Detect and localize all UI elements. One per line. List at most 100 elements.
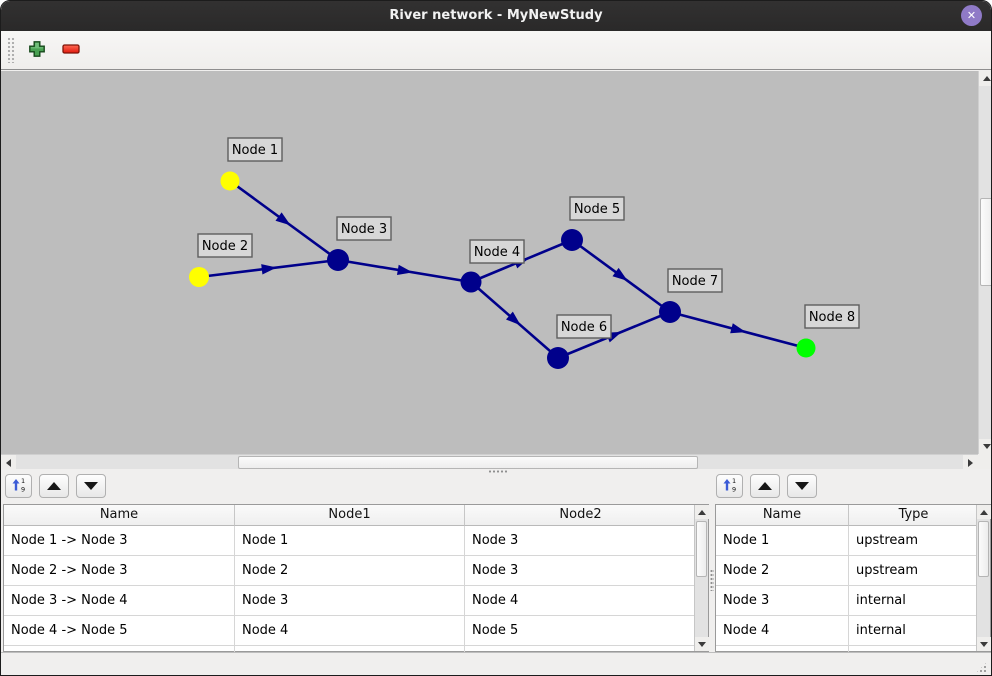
column-header[interactable]: Node1	[235, 505, 465, 526]
network-node[interactable]	[561, 229, 583, 251]
reaches-table-scrollbar[interactable]	[694, 505, 709, 651]
table-cell: Node 2	[235, 556, 465, 586]
flow-direction-arrow-icon	[505, 311, 521, 326]
node-label[interactable]: Node 4	[469, 239, 525, 264]
scroll-left-button[interactable]	[1, 455, 16, 470]
toolbar-drag-handle[interactable]	[7, 37, 15, 63]
remove-node-button[interactable]	[57, 36, 85, 64]
titlebar[interactable]: River network - MyNewStudy ✕	[1, 1, 991, 31]
flow-direction-arrow-icon	[261, 264, 277, 275]
network-node[interactable]	[220, 171, 240, 191]
node-label-box	[336, 216, 392, 241]
node-label-text: Node 8	[809, 310, 855, 325]
network-node[interactable]	[189, 267, 209, 287]
column-header[interactable]: Type	[849, 505, 978, 526]
column-header[interactable]: Name	[716, 505, 849, 526]
arrow-up-icon	[980, 509, 988, 515]
arrow-left-icon	[6, 458, 11, 467]
sort-reaches-button[interactable]: 1 9	[5, 474, 32, 498]
move-reach-down-button[interactable]	[76, 474, 106, 498]
add-node-button[interactable]	[23, 36, 51, 64]
minus-icon	[61, 40, 81, 61]
close-icon: ✕	[966, 9, 977, 22]
flow-direction-arrow-icon	[612, 267, 628, 281]
node-label-text: Node 1	[232, 143, 278, 158]
river-network-canvas[interactable]: Node 1 Node 2 Node 3 Node 4 Node 5 Node 6 Node…	[1, 71, 978, 454]
move-node-down-button[interactable]	[787, 474, 817, 498]
horizontal-scrollbar-thumb[interactable]	[238, 456, 698, 469]
table-cell: Node 1 -> Node 3	[4, 526, 235, 556]
node-label[interactable]: Node 3	[336, 216, 392, 241]
table-cell: Node 1	[235, 526, 465, 556]
canvas-horizontal-scrollbar[interactable]	[1, 454, 978, 470]
column-header[interactable]: Node2	[465, 505, 696, 526]
table-cell: internal	[849, 586, 978, 616]
node-label-box	[569, 196, 625, 221]
network-node[interactable]	[547, 347, 569, 369]
node-label[interactable]: Node 7	[667, 268, 723, 293]
scroll-up-button[interactable]	[695, 505, 709, 519]
splitter-grip-icon	[488, 470, 508, 473]
canvas-vertical-scrollbar[interactable]	[978, 71, 991, 454]
scrollbar-thumb[interactable]	[696, 521, 707, 577]
move-node-up-button[interactable]	[750, 474, 780, 498]
move-up-icon	[758, 482, 772, 490]
node-label[interactable]: Node 2	[197, 233, 253, 258]
reaches-toolbar: 1 9	[5, 474, 113, 502]
scroll-right-button[interactable]	[963, 455, 978, 470]
flow-direction-arrow-icon	[275, 212, 291, 226]
node-label-box	[667, 268, 723, 293]
node-label[interactable]: Node 5	[569, 196, 625, 221]
arrow-up-icon	[982, 76, 991, 81]
scroll-up-button[interactable]	[977, 505, 991, 519]
node-label[interactable]: Node 6	[556, 314, 612, 339]
node-label-text: Node 3	[341, 222, 387, 237]
table-cell: Node 3	[235, 586, 465, 616]
node-label[interactable]: Node 8	[804, 304, 860, 329]
svg-text:1: 1	[732, 477, 736, 485]
close-button[interactable]: ✕	[961, 5, 982, 26]
network-node[interactable]	[659, 301, 681, 323]
node-label-box	[469, 239, 525, 264]
network-node[interactable]	[796, 338, 816, 358]
vertical-scrollbar-thumb[interactable]	[980, 198, 991, 286]
table-cell: Node 1	[716, 526, 849, 556]
scrollbar-thumb[interactable]	[978, 521, 989, 577]
network-node[interactable]	[327, 249, 349, 271]
plus-icon	[28, 40, 46, 61]
nodes-table-scrollbar[interactable]	[976, 505, 991, 651]
node-label-box	[197, 233, 253, 258]
canvas-tables-splitter[interactable]	[1, 469, 991, 474]
network-node[interactable]	[460, 271, 482, 293]
window-resize-grip[interactable]	[975, 661, 988, 674]
node-label[interactable]: Node 1	[227, 137, 283, 162]
sort-nodes-button[interactable]: 1 9	[716, 474, 743, 498]
column-header[interactable]: Name	[4, 505, 235, 526]
arrow-down-icon	[980, 641, 988, 647]
tables-splitter[interactable]	[709, 474, 715, 652]
scroll-down-button[interactable]	[695, 637, 709, 651]
svg-text:9: 9	[732, 485, 736, 493]
node-label-box	[804, 304, 860, 329]
scroll-down-button[interactable]	[977, 637, 991, 651]
scroll-up-button[interactable]	[979, 71, 991, 86]
move-reach-up-button[interactable]	[39, 474, 69, 498]
sort-ascending-icon: 1 9	[11, 477, 27, 496]
move-down-icon	[795, 482, 809, 490]
table-cell: upstream	[849, 526, 978, 556]
scroll-down-button[interactable]	[979, 439, 991, 454]
node-label-text: Node 6	[561, 320, 607, 335]
node-label-text: Node 2	[202, 239, 248, 254]
